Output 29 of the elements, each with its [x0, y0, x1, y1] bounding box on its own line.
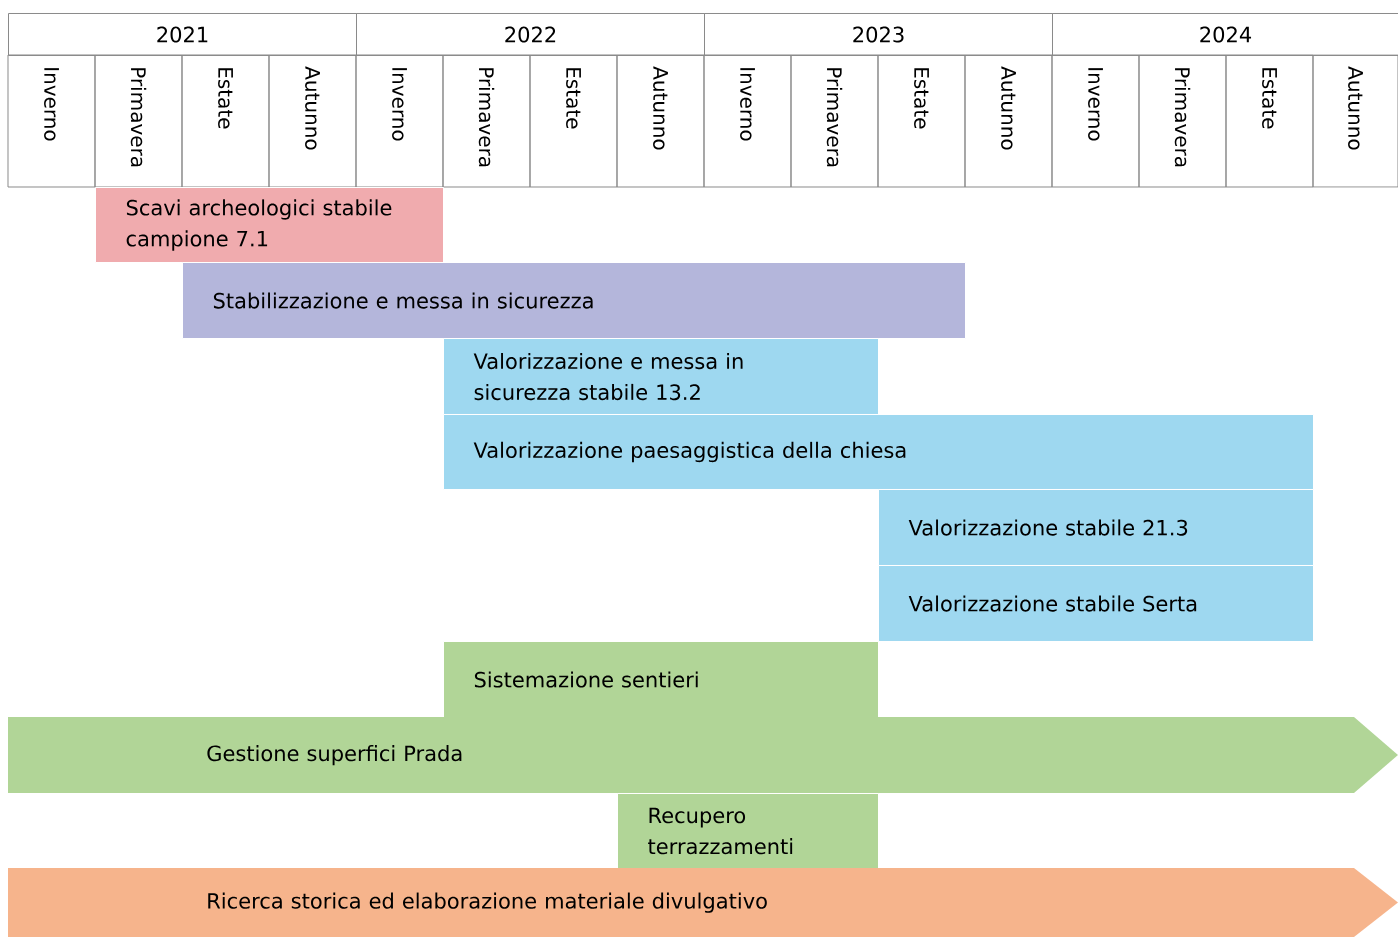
- task-bar: Valorizzazione paesaggistica della chiesa: [443, 414, 1314, 490]
- header-cell: 2022: [356, 13, 705, 56]
- header-cell: Estate: [1225, 54, 1314, 188]
- header-cell: Primavera: [790, 54, 879, 188]
- header-cell: Primavera: [94, 54, 183, 188]
- header-cell: Inverno: [355, 54, 444, 188]
- task-bar: Valorizzazione stabile Serta: [878, 565, 1314, 642]
- header-cell: Autunno: [964, 54, 1053, 188]
- task-bar: Stabilizzazione e messa in sicurezza: [182, 262, 966, 339]
- header-cell: 2024: [1052, 13, 1398, 56]
- task-bar: Sistemazione sentieri: [443, 641, 879, 718]
- task-bar: Recupero terrazzamenti: [617, 793, 879, 869]
- header-cell: Inverno: [1051, 54, 1140, 188]
- task-bar: Valorizzazione stabile 21.3: [878, 489, 1314, 566]
- header-cell: Estate: [529, 54, 618, 188]
- header-cell: 2021: [8, 13, 357, 56]
- header-cell: Autunno: [268, 54, 357, 188]
- arrow-bar: Ricerca storica ed elaborazione materiale divulgativo: [8, 868, 1398, 937]
- header-cell: Primavera: [1138, 54, 1227, 188]
- header-cell: 2023: [704, 13, 1053, 56]
- header-cell: Autunno: [616, 54, 705, 188]
- header-cell: Inverno: [7, 54, 96, 188]
- header-cell: Estate: [181, 54, 270, 188]
- header-cell: Primavera: [442, 54, 531, 188]
- header-cell: Autunno: [1312, 54, 1398, 188]
- task-bar: Scavi archeologici stabile campione 7.1: [95, 187, 444, 263]
- task-bar: Valorizzazione e messa in sicurezza stabile 13.2: [443, 338, 879, 415]
- header-cell: Inverno: [703, 54, 792, 188]
- header-cell: Estate: [877, 54, 966, 188]
